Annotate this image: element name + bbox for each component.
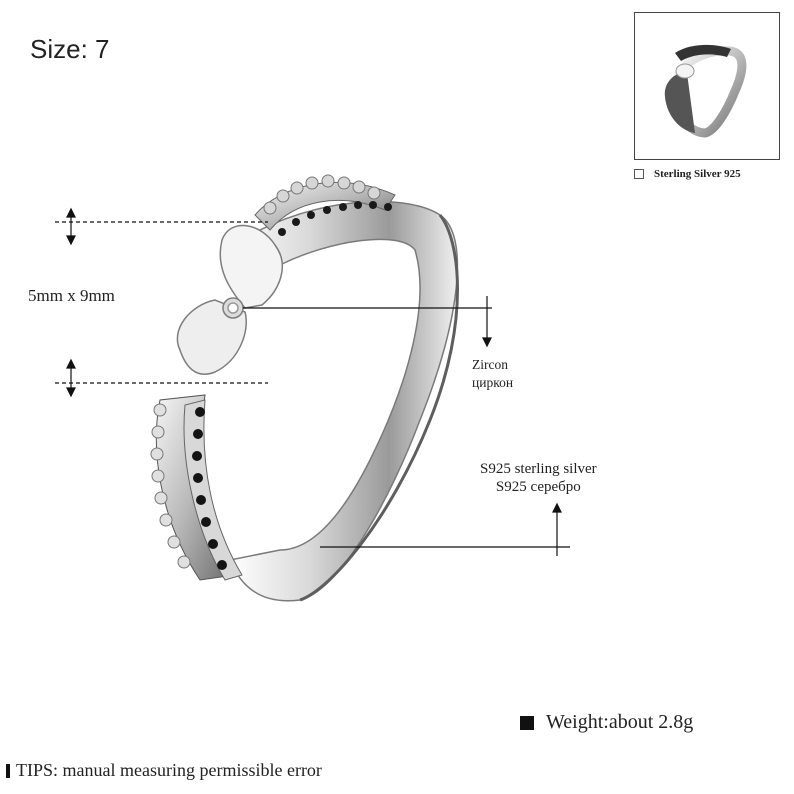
weight-row: Weight:about 2.8g (520, 711, 693, 734)
front-beads (150, 403, 191, 569)
zircon-label: Zircon циркон (472, 356, 513, 392)
weight-bullet-icon (520, 715, 534, 730)
top-black-stones (278, 201, 392, 236)
product-thumbnail[interactable] (634, 12, 780, 160)
front-black-stones (192, 407, 227, 570)
thumbnail-ring-image (664, 44, 747, 138)
silver-label-en: S925 sterling silver (480, 461, 597, 477)
silver-label-ru: S925 серебро (495, 479, 581, 495)
ring-band (228, 200, 459, 602)
tips-label: TIPS: manual measuring permissible error (16, 760, 322, 780)
weight-label: Weight:about 2.8g (546, 711, 694, 733)
size-label: Size: 7 (30, 34, 110, 64)
tips-row: TIPS: manual measuring permissible error (6, 760, 322, 781)
bow-centerpiece (176, 224, 284, 375)
tips-bullet-icon (6, 763, 10, 778)
thumbnail-caption-text: Sterling Silver 925 (654, 168, 741, 180)
thumbnail-checkbox[interactable] (634, 169, 644, 179)
annotation-lines (55, 207, 570, 556)
silver-label: S925 sterling silver S925 серебро (480, 460, 597, 496)
thumbnail-caption: Sterling Silver 925 (634, 168, 741, 180)
top-beads (263, 174, 381, 215)
zircon-label-en: Zircon (472, 357, 508, 372)
zircon-label-ru: циркон (472, 375, 514, 390)
dimension-label: 5mm x 9mm (28, 286, 115, 305)
